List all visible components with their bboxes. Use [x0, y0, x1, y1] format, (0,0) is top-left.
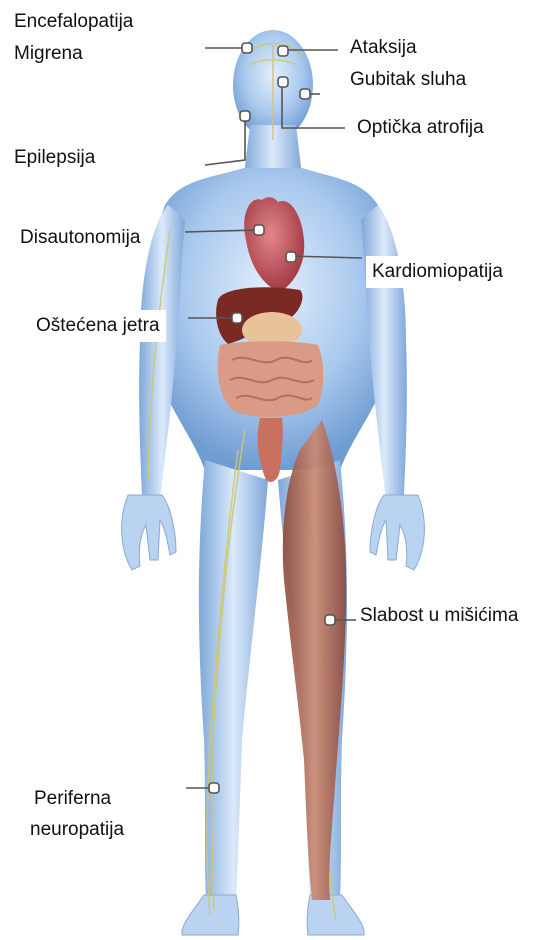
label-periferna: Periferna — [34, 787, 111, 811]
marker-disautonomija — [254, 225, 264, 235]
marker-ostecena-jetra — [232, 313, 242, 323]
marker-slabost — [325, 615, 335, 625]
label-opticka-atrofija: Optička atrofija — [357, 116, 484, 140]
label-neuropatija: neuropatija — [30, 818, 124, 842]
left-leg — [199, 460, 268, 900]
marker-gubitak-sluha — [300, 89, 310, 99]
label-encefalopatija: Encefalopatija — [14, 10, 133, 34]
label-epilepsija: Epilepsija — [14, 146, 95, 170]
marker-opticka-atrofija — [278, 77, 288, 87]
right-hand — [370, 495, 424, 570]
marker-epilepsija — [240, 111, 250, 121]
body-silhouette — [122, 30, 425, 935]
label-kardiomiopatija: Kardiomiopatija — [366, 256, 509, 288]
marker-periferna — [209, 783, 219, 793]
left-hand — [122, 495, 176, 570]
left-foot — [182, 895, 239, 935]
label-migrena: Migrena — [14, 42, 83, 66]
pelvic-organ — [258, 418, 283, 482]
leader-epilepsija — [205, 116, 245, 165]
label-ostecena-jetra: Oštećena jetra — [30, 310, 166, 342]
label-slabost: Slabost u mišićima — [360, 604, 518, 628]
label-disautonomija: Disautonomija — [14, 222, 146, 254]
marker-ataksija — [278, 46, 288, 56]
marker-kardiomiopatija — [286, 252, 296, 262]
label-ataksija: Ataksija — [350, 36, 417, 60]
marker-encefalopatija — [242, 43, 252, 53]
label-gubitak-sluha: Gubitak sluha — [350, 68, 466, 92]
